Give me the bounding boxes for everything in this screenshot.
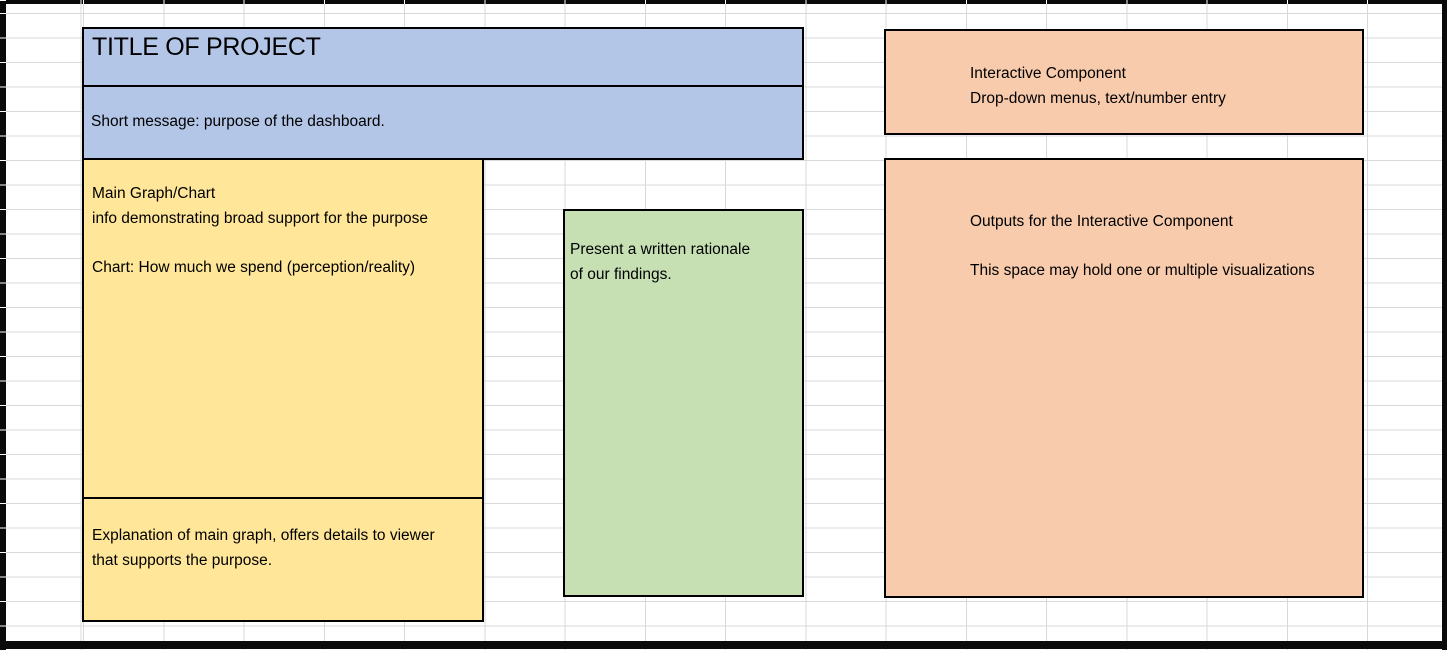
interactive-component-cell[interactable]: Interactive Component Drop-down menus, t…: [884, 29, 1364, 135]
title-cell[interactable]: TITLE OF PROJECT: [82, 27, 804, 87]
outputs-label: Outputs for the Interactive Component: [970, 213, 1233, 230]
rationale-label-line2: of our findings.: [570, 265, 672, 283]
chart-explanation-cell[interactable]: Explanation of main graph, offers detail…: [82, 497, 484, 622]
rationale-label-line1: Present a written rationale: [570, 241, 751, 258]
main-chart-label: Main Graph/Chart: [92, 185, 216, 202]
interactive-outputs-cell[interactable]: Outputs for the Interactive Component Th…: [884, 158, 1364, 598]
blank-line: [970, 235, 1352, 260]
sheet-edge-bottom: [0, 641, 1447, 649]
chart-explanation-label-line1: Explanation of main graph, offers detail…: [92, 527, 435, 544]
sheet-edge-top: [0, 0, 1447, 4]
written-rationale-cell[interactable]: Present a written rationale of our findi…: [563, 209, 804, 597]
blank-line: [92, 231, 474, 256]
interactive-component-label: Interactive Component: [970, 65, 1126, 82]
outputs-detail-label: This space may hold one or multiple visu…: [970, 262, 1315, 279]
interactive-component-detail-label: Drop-down menus, text/number entry: [970, 89, 1226, 107]
sheet-edge-left: [0, 0, 6, 650]
chart-explanation-label-line2: that supports the purpose.: [92, 551, 273, 569]
main-chart-region-cell[interactable]: Main Graph/Chart info demonstrating broa…: [82, 158, 484, 499]
main-chart-info-label: info demonstrating broad support for the…: [92, 209, 429, 227]
project-title-label: TITLE OF PROJECT: [92, 33, 321, 61]
dashboard-purpose-label: Short message: purpose of the dashboard.: [91, 113, 385, 131]
main-chart-topic-label: Chart: How much we spend (perception/rea…: [92, 258, 416, 276]
sheet-edge-right: [1442, 0, 1447, 650]
subtitle-cell[interactable]: Short message: purpose of the dashboard.: [82, 85, 804, 160]
